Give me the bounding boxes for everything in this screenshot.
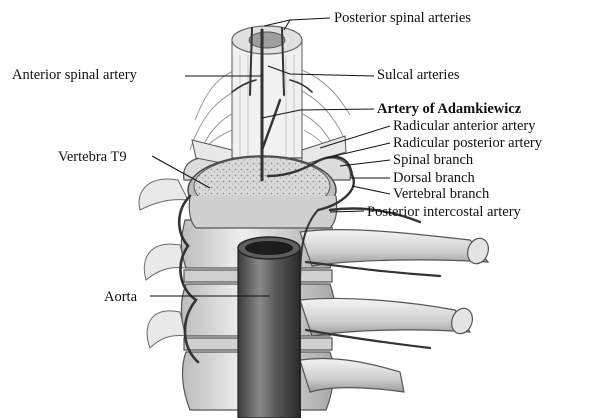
label-posterior-spinal-arteries: Posterior spinal arteries <box>334 10 471 26</box>
label-vertebral-branch: Vertebral branch <box>393 186 490 202</box>
label-anterior-spinal-artery: Anterior spinal artery <box>12 67 137 83</box>
label-vertebra-t9: Vertebra T9 <box>58 149 127 165</box>
leader-lines <box>150 17 391 297</box>
vertebra-t9 <box>183 135 351 229</box>
right-ribs <box>299 228 490 393</box>
label-dorsal-branch: Dorsal branch <box>393 170 475 186</box>
left-ribs <box>138 178 189 349</box>
aorta <box>237 236 301 418</box>
spinal-cord <box>231 25 303 179</box>
label-aorta: Aorta <box>104 289 138 305</box>
label-radicular-posterior-artery: Radicular posterior artery <box>393 135 542 151</box>
label-artery-of-adamkiewicz: Artery of Adamkiewicz <box>377 101 522 117</box>
label-radicular-anterior-artery: Radicular anterior artery <box>393 118 536 134</box>
label-spinal-branch: Spinal branch <box>393 152 474 168</box>
label-sulcal-arteries: Sulcal arteries <box>377 67 460 83</box>
label-posterior-intercostal-artery: Posterior intercostal artery <box>367 204 521 220</box>
